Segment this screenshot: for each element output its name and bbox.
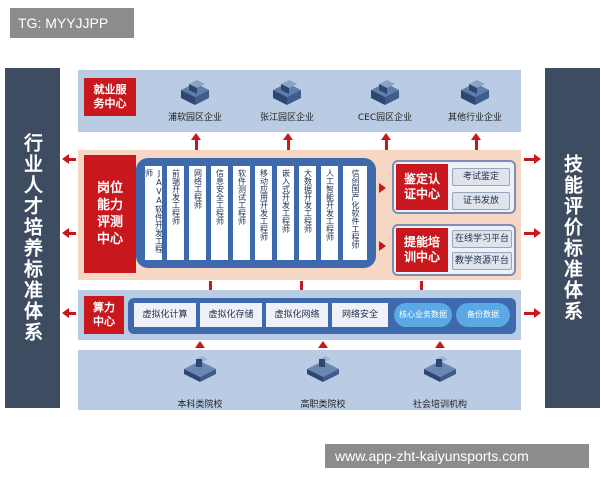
school-label: 本科类院校 <box>177 400 223 410</box>
arrowhead-left-icon <box>62 308 69 318</box>
arrow-shaft <box>385 139 388 150</box>
train-item-resources: 教学资源平台 <box>452 252 512 270</box>
cert-item-certificate: 证书发放 <box>452 192 510 210</box>
role-xinchuang: 信创国产化软件工程师 <box>343 166 367 260</box>
cert-center-box: 鉴定认证中心 <box>396 164 448 210</box>
arrowhead-right-icon <box>534 154 541 164</box>
watermark-url: www.app-zht-kaiyunsports.com <box>325 444 589 468</box>
campus-icon <box>307 356 339 382</box>
arrowhead-up-icon <box>471 133 481 140</box>
post-ability-center-box: 岗位能力评测中心 <box>84 155 136 273</box>
arrow-shaft <box>287 139 290 150</box>
compute-network-security: 网络安全 <box>332 303 388 327</box>
arrowhead-up-icon <box>191 133 201 140</box>
arrowhead-right-icon <box>534 228 541 238</box>
left-pillar-text: 行业人才培养标准体系 <box>21 133 43 343</box>
building-icon <box>181 80 209 105</box>
company-label: 张江园区企业 <box>259 113 314 123</box>
arrowhead-up-icon <box>195 341 205 348</box>
arrowhead-up-icon <box>381 133 391 140</box>
cert-center-label: 鉴定认证中心 <box>403 172 440 201</box>
cert-item-exam: 考试鉴定 <box>452 168 510 186</box>
jobs-center-label: 就业服务中心 <box>93 83 127 110</box>
arrowhead-left-icon <box>62 228 69 238</box>
compute-virtual-storage: 虚拟化存储 <box>200 303 262 327</box>
role-testing: 软件测试工程师 <box>233 166 250 260</box>
campus-icon <box>184 356 216 382</box>
school-label: 社会培训机构 <box>412 400 467 410</box>
role-frontend: 前端开发工程师 <box>167 166 184 260</box>
arrow-shaft <box>524 312 534 315</box>
campus-icon <box>424 356 456 382</box>
arrow-shaft <box>68 158 76 161</box>
arrowhead-left-icon <box>62 154 69 164</box>
building-icon <box>461 80 489 105</box>
post-center-label: 岗位能力评测中心 <box>96 181 123 247</box>
core-data-disk: 核心业务数据 <box>394 303 452 327</box>
arrow-shaft <box>68 312 76 315</box>
role-ai: 人工智能开发工程师 <box>321 166 338 260</box>
employment-band <box>78 70 521 132</box>
arrow-shaft <box>209 281 212 290</box>
industry-talent-standard-pillar: 行业人才培养标准体系 <box>5 68 60 408</box>
role-bigdata: 大数据开发工程师 <box>299 166 316 260</box>
schools-band <box>78 350 521 410</box>
arrow-shaft <box>68 232 76 235</box>
arrow-shaft <box>195 139 198 150</box>
arrowhead-right-icon <box>379 241 386 251</box>
building-icon <box>371 80 399 105</box>
role-embedded: 嵌入式开发工程师 <box>277 166 294 260</box>
source-tag: TG: MYYJJPP <box>10 8 134 38</box>
jobs-center-box: 就业服务中心 <box>84 78 136 116</box>
skill-evaluation-standard-pillar: 技能评价标准体系 <box>545 68 600 408</box>
role-network: 网络工程师 <box>189 166 206 260</box>
compute-center-label: 算力中心 <box>93 301 115 328</box>
arrowhead-up-icon <box>283 133 293 140</box>
school-label: 高职类院校 <box>300 400 346 410</box>
arrow-shaft <box>524 158 534 161</box>
arrow-shaft <box>524 232 534 235</box>
building-icon <box>273 80 301 105</box>
train-center-box: 提能培训中心 <box>396 228 448 272</box>
role-java: JAVA软件开发工程师 <box>145 166 164 260</box>
compute-center-box: 算力中心 <box>84 296 124 334</box>
company-label: CEC园区企业 <box>357 113 413 123</box>
train-item-online: 在线学习平台 <box>452 230 512 248</box>
arrowhead-up-icon <box>435 341 445 348</box>
compute-virtual-network: 虚拟化网络 <box>266 303 328 327</box>
company-label: 浦软园区企业 <box>167 113 222 123</box>
arrowhead-right-icon <box>534 308 541 318</box>
arrowhead-right-icon <box>379 183 386 193</box>
arrow-shaft <box>300 281 303 290</box>
compute-virtual-compute: 虚拟化计算 <box>134 303 196 327</box>
role-mobile: 移动应用开发工程师 <box>255 166 272 260</box>
arrow-shaft <box>420 281 423 290</box>
company-label: 其他行业企业 <box>447 113 502 123</box>
right-pillar-text: 技能评价标准体系 <box>561 154 583 322</box>
train-center-label: 提能培训中心 <box>403 235 440 264</box>
arrowhead-up-icon <box>318 341 328 348</box>
backup-data-disk: 备份数据 <box>456 303 510 327</box>
arrow-shaft <box>475 139 478 150</box>
role-security: 信息安全工程师 <box>211 166 228 260</box>
